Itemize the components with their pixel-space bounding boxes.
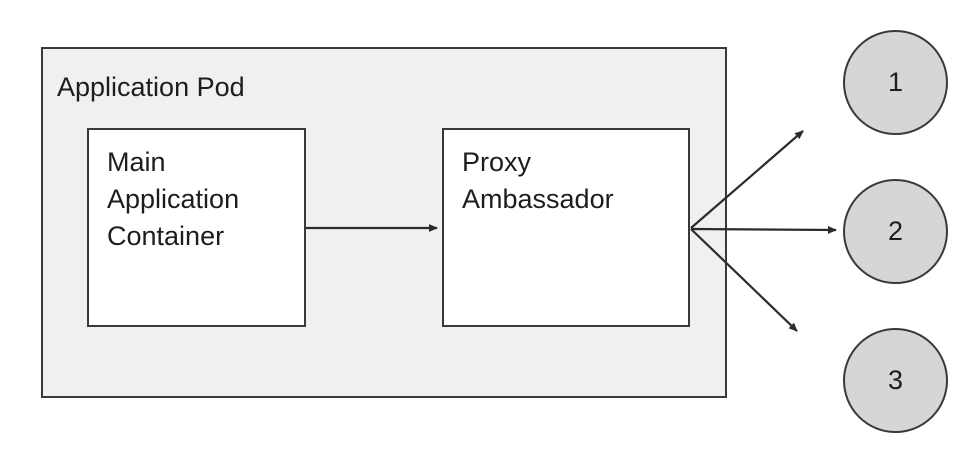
proxy-ambassador-label: Proxy Ambassador — [462, 144, 614, 218]
service-circle-1-label: 1 — [887, 67, 904, 97]
main-application-container-box[interactable]: Main Application Container — [87, 128, 306, 327]
main-application-container-line-1: Main — [107, 147, 166, 177]
service-circle-3-label: 3 — [887, 365, 904, 395]
service-circle-2-label: 2 — [887, 216, 904, 246]
main-application-container-line-3: Container — [107, 221, 225, 251]
proxy-ambassador-box[interactable]: Proxy Ambassador — [442, 128, 690, 327]
proxy-ambassador-line-1: Proxy — [462, 147, 532, 177]
service-circle-2[interactable]: 2 — [843, 179, 948, 284]
proxy-ambassador-line-2: Ambassador — [462, 184, 614, 214]
service-circle-3[interactable]: 3 — [843, 328, 948, 433]
application-pod-label: Application Pod — [57, 72, 245, 102]
main-application-container-line-2: Application — [107, 184, 240, 214]
service-circle-1[interactable]: 1 — [843, 30, 948, 135]
main-application-container-label: Main Application Container — [107, 144, 239, 255]
